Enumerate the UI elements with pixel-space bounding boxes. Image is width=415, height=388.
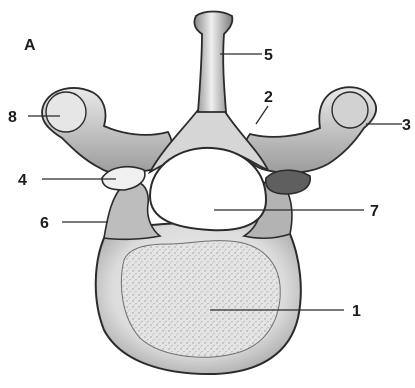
articular-facet-right: [266, 170, 310, 194]
panel-letter: A: [24, 37, 36, 54]
spinous-process: [194, 12, 232, 113]
transverse-tip-right: [332, 92, 368, 128]
label-8: 8: [8, 109, 17, 126]
label-2: 2: [264, 89, 273, 106]
label-4: 4: [18, 172, 27, 189]
label-1: 1: [352, 303, 361, 320]
leader-2: [256, 106, 268, 124]
transverse-tip-left: [46, 92, 86, 132]
label-6: 6: [40, 215, 49, 232]
label-5: 5: [264, 47, 273, 64]
label-7: 7: [370, 203, 379, 220]
vertebral-foramen: [150, 148, 266, 230]
label-3: 3: [402, 117, 411, 134]
